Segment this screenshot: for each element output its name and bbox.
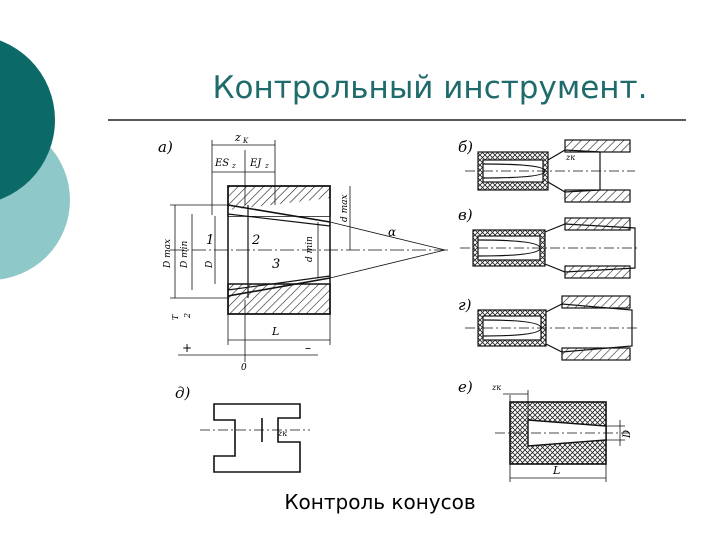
panel-v (460, 217, 640, 279)
slide-caption: Контроль конусов (284, 490, 476, 514)
panel-b (465, 139, 635, 203)
label-zk-b: zк (565, 153, 575, 162)
label-ej: EJ (249, 158, 262, 169)
panel-e (495, 390, 630, 482)
label-zk: z (234, 131, 241, 144)
label-zk-d: zк (277, 429, 287, 438)
label-1: 1 (206, 233, 214, 248)
label-2: 2 (251, 233, 260, 248)
label-L-e: L (552, 464, 560, 477)
label-panel-g: г) (458, 296, 472, 314)
label-dmin: d min (305, 236, 315, 262)
label-3: 3 (272, 257, 280, 272)
technical-drawing: а) z K ES z EJ z 1 2 3 L 0 + – α d max d… (150, 128, 670, 492)
title-underline (108, 119, 686, 121)
panel-g (465, 295, 640, 361)
label-plus: + (182, 341, 192, 355)
label-Dmin: D min (180, 241, 190, 269)
decorative-circles (0, 0, 120, 300)
label-es-sub: z (231, 162, 236, 170)
label-zk-sub: K (242, 137, 249, 145)
label-L: L (271, 325, 279, 338)
label-panel-b: б) (458, 138, 473, 156)
dark-teal-circle (0, 40, 55, 200)
label-panel-v: в) (458, 206, 473, 224)
label-minus: – (305, 341, 311, 355)
label-alpha: α (388, 225, 396, 239)
panel-a (170, 140, 450, 362)
label-ej-sub: z (264, 162, 269, 170)
label-panel-e: е) (458, 378, 473, 396)
label-dmax: d max (340, 194, 350, 222)
panel-d (200, 403, 310, 473)
label-td-half: T (171, 314, 180, 320)
label-zero: 0 (241, 363, 247, 373)
label-panel-a: а) (158, 138, 173, 156)
label-two: 2 (183, 313, 192, 319)
slide-title: Контрольный инструмент. (212, 70, 648, 106)
label-panel-d: д) (175, 384, 191, 402)
label-es: ES (214, 158, 229, 169)
label-D-e: D (622, 430, 633, 439)
label-zk-e: zк (491, 383, 501, 392)
label-Dmax: D max (163, 239, 173, 269)
label-Dl: D (205, 261, 215, 269)
